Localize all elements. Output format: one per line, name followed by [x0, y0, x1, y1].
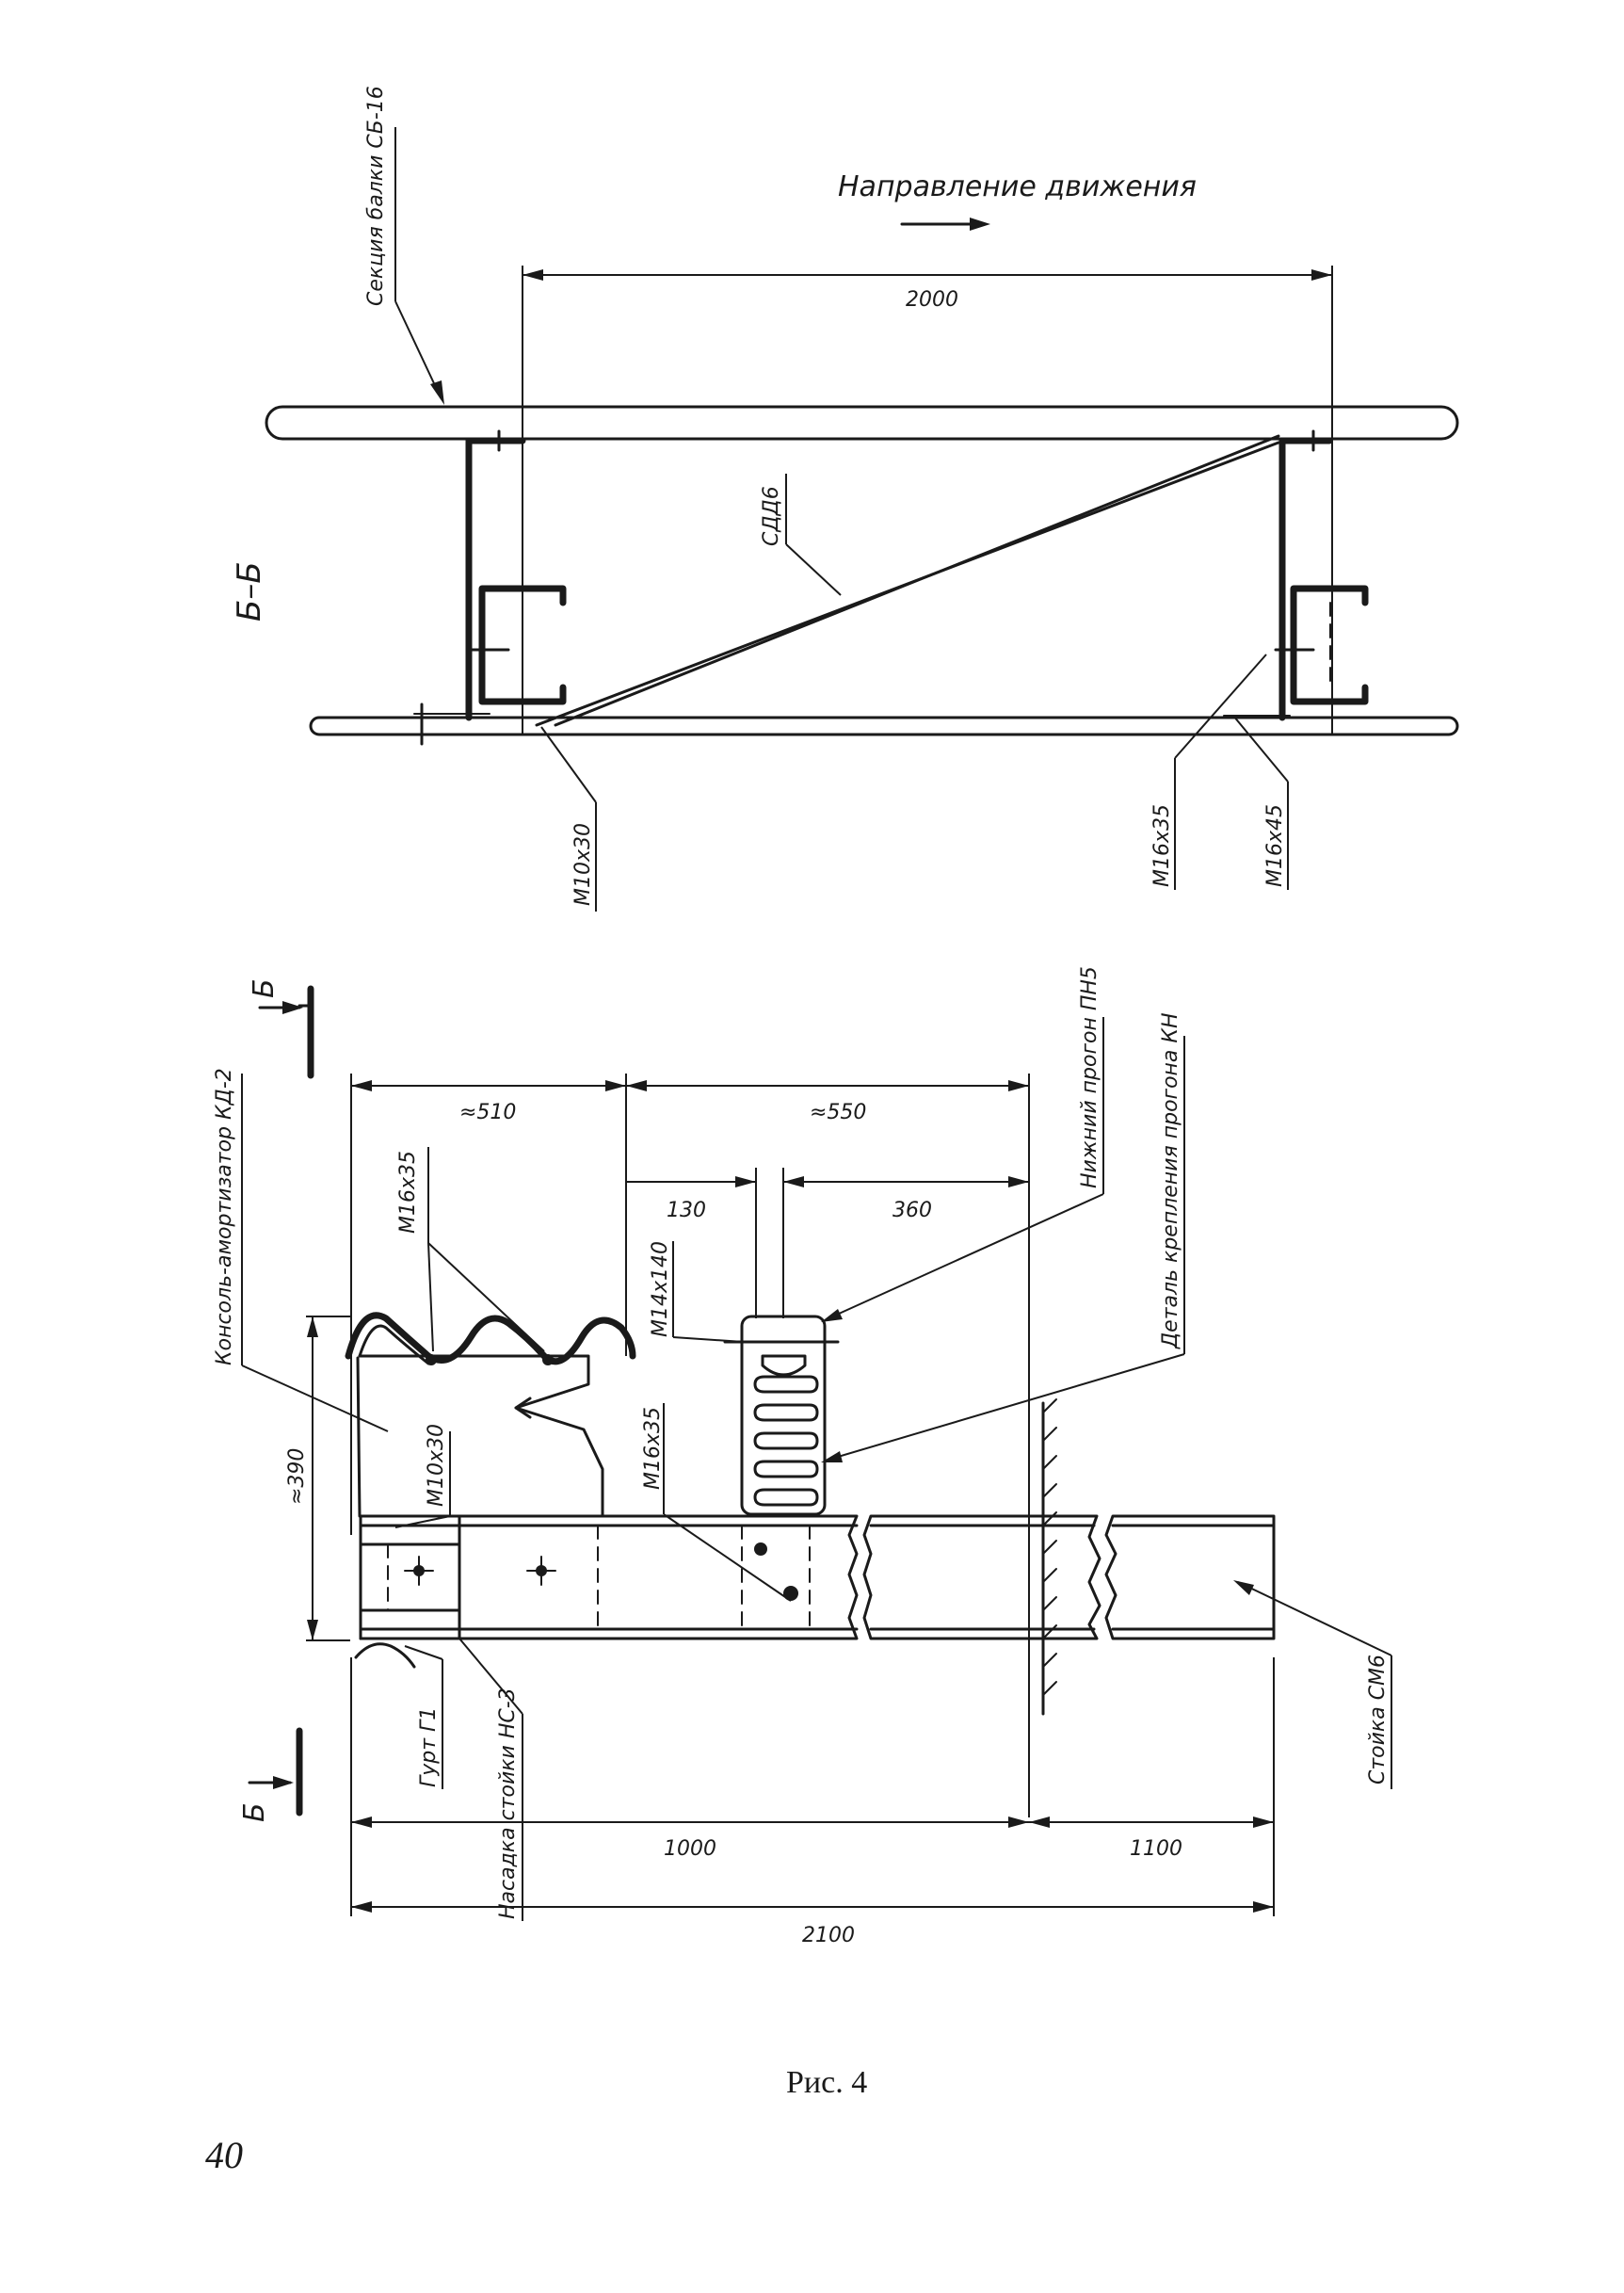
direction-arrow	[900, 218, 990, 231]
figure-caption: Рис. 4	[786, 2065, 867, 2100]
dimension-550-label: ≈550	[810, 1101, 866, 1124]
left-console	[413, 429, 526, 746]
gurt-label: Гурт Г1	[417, 1707, 441, 1787]
post-leader	[1233, 1580, 1392, 1789]
bolt-m14x140-leader	[672, 1241, 745, 1343]
bolt-m16x45-leader	[1232, 715, 1289, 890]
bolt-m14x140-label: М14х140	[649, 1241, 672, 1337]
girt-detail-leader	[821, 1036, 1185, 1462]
brace-leader	[785, 474, 842, 596]
dimension-2000	[522, 266, 1333, 735]
beam-section	[265, 405, 1459, 441]
post-cap-label: Насадка стойки НС-3	[496, 1687, 520, 1919]
dimension-360-label: 360	[892, 1199, 932, 1222]
dimension-390-label: ≈390	[285, 1448, 309, 1505]
gurt-g1	[354, 1642, 443, 1789]
right-console	[1223, 429, 1333, 721]
console-leader	[241, 1074, 389, 1432]
bolt-m16x35-label: М16х35	[1150, 804, 1174, 887]
cut-mark-bottom-label: Б	[238, 1802, 271, 1822]
bolt-m10x30-side-label: М10х30	[425, 1424, 448, 1507]
cut-mark-top-label: Б	[248, 978, 281, 998]
post-cap-leader	[458, 1638, 523, 1921]
section-view-b-b: Направление движения 2000 Секция балки С…	[231, 86, 1459, 912]
bolt-m16x35-mid-leader	[663, 1403, 792, 1602]
dimension-1100-label: 1100	[1130, 1837, 1182, 1861]
dimension-130-360	[626, 1168, 1029, 1318]
post-cm6	[359, 1514, 1276, 1640]
bolt-m16x35-top-label: М16х35	[396, 1151, 420, 1234]
lower-girt-label: Нижний прогон ПН5	[1078, 966, 1101, 1188]
dimension-510-550	[350, 1074, 1030, 1817]
beam-label: Секция балки СБ-16	[364, 86, 388, 306]
cut-mark-bottom	[248, 1727, 303, 1817]
side-view: Б Б ≈510 ≈550	[213, 966, 1392, 1947]
ground-line	[1041, 1398, 1057, 1716]
right-girt-channel	[1274, 585, 1369, 705]
bolt-m10x30-leader	[540, 726, 597, 912]
dimension-130-label: 130	[667, 1199, 706, 1222]
girt-ribs	[753, 1375, 819, 1507]
bolt-m10x30-label: М10х30	[571, 823, 595, 906]
dimension-1000-label: 1000	[664, 1837, 716, 1861]
dimension-2100-label: 2100	[802, 1924, 855, 1947]
section-label: Б–Б	[231, 561, 268, 622]
bolt-m16x35-top-leader	[427, 1147, 545, 1352]
brace-label: СДД6	[760, 486, 783, 546]
post-label: Стойка СМ6	[1366, 1655, 1390, 1784]
dimension-1000-1100-2100	[350, 1657, 1275, 1916]
beam-leader	[394, 127, 444, 405]
lower-rail	[309, 716, 1459, 736]
brace-sdd6	[535, 434, 1280, 727]
lower-girt-leader	[821, 1017, 1104, 1322]
bolt-holes	[404, 1542, 798, 1601]
bolt-m16x35-leader	[1174, 654, 1267, 890]
post-cap-nc3	[359, 1514, 461, 1640]
direction-label: Направление движения	[838, 170, 1197, 203]
left-girt-channel	[469, 585, 567, 705]
console-label: Консоль-амортизатор КД-2	[213, 1068, 236, 1365]
dimension-2000-label: 2000	[906, 288, 958, 312]
lower-girt-pn5	[723, 1315, 840, 1516]
dimension-390	[306, 1316, 350, 1641]
girt-detail-label: Деталь крепления прогона КН	[1159, 1012, 1182, 1349]
console-kd2	[345, 1312, 636, 1518]
page-number: 40	[205, 2134, 243, 2176]
bolt-m16x35-mid-label: М16х35	[641, 1407, 665, 1490]
cut-mark-top	[258, 985, 314, 1079]
bolt-m16x45-label: М16х45	[1263, 804, 1287, 887]
dimension-510-label: ≈510	[459, 1101, 516, 1124]
